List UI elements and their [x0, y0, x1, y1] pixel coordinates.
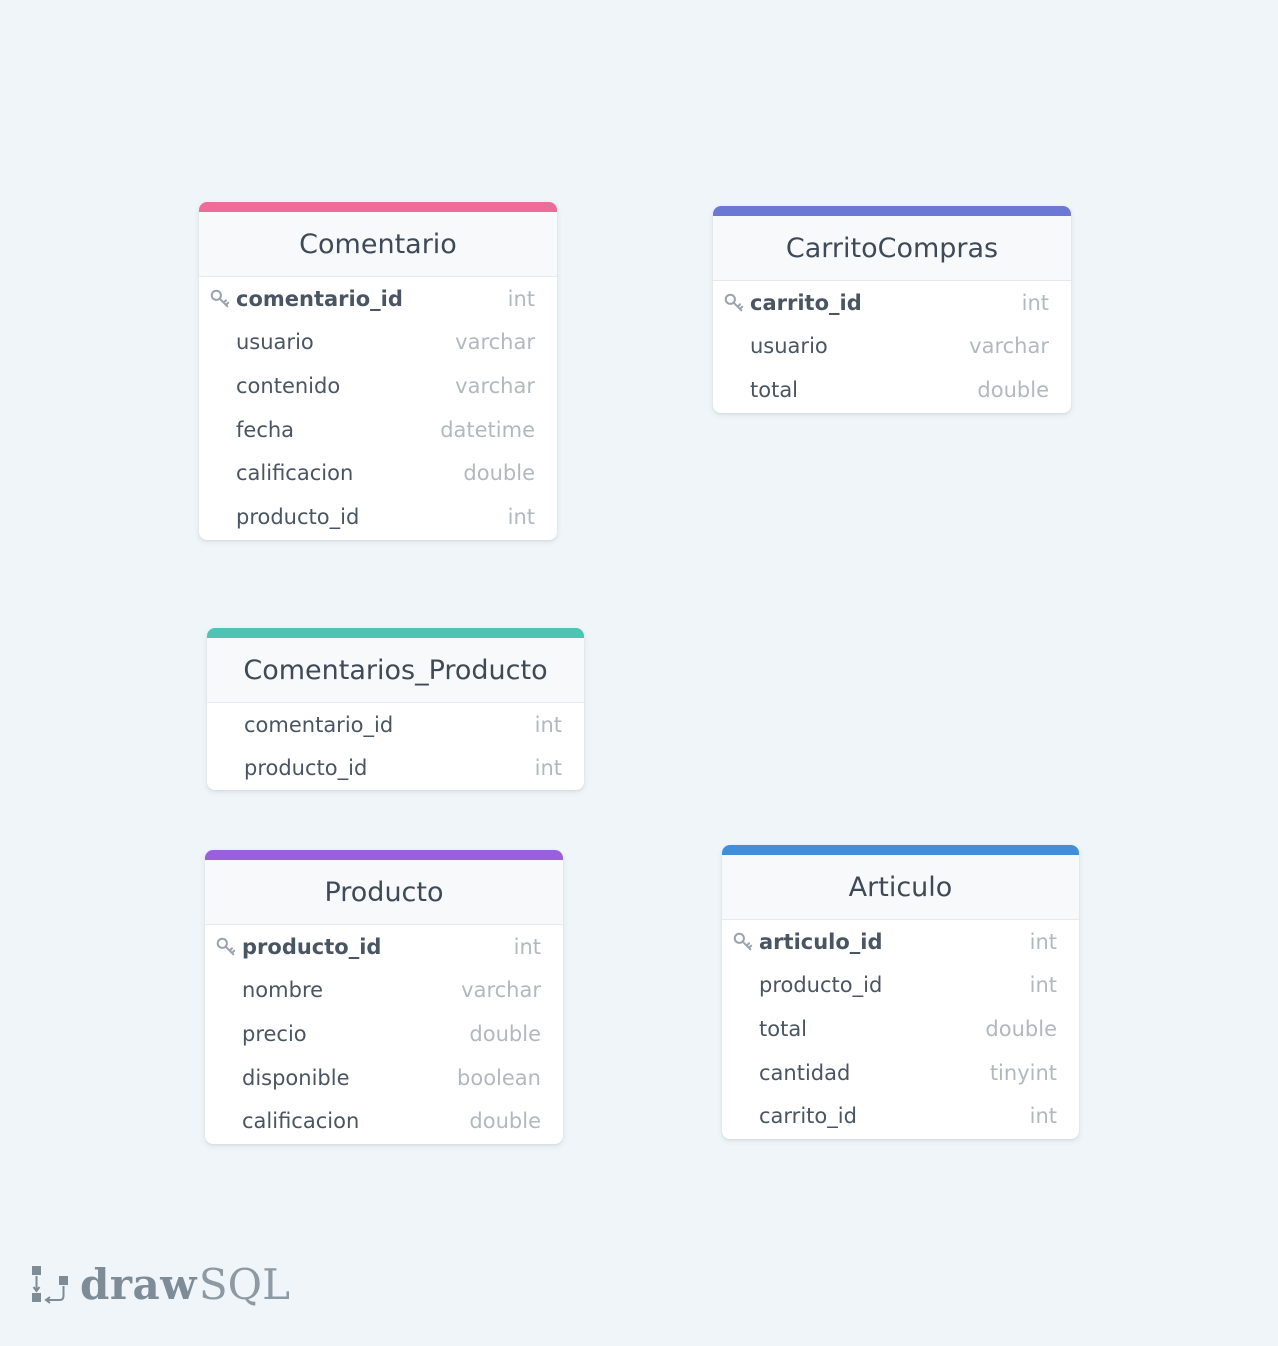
column-type: int: [1029, 1104, 1057, 1129]
column-type: boolean: [457, 1065, 541, 1090]
column-type: varchar: [461, 978, 541, 1003]
key-icon: [732, 931, 754, 953]
table-color-bar: [205, 850, 563, 860]
table-column-row[interactable]: total double: [722, 1007, 1079, 1051]
column-type: double: [977, 377, 1049, 402]
table-column-row[interactable]: articulo_id int: [722, 920, 1079, 964]
table-column-row[interactable]: fecha datetime: [199, 408, 557, 452]
table-producto[interactable]: Producto producto_id int nombre varchar preci…: [205, 850, 563, 1144]
table-title[interactable]: Comentario: [199, 212, 557, 277]
table-column-row[interactable]: disponible boolean: [205, 1056, 563, 1100]
column-name: cantidad: [759, 1060, 851, 1085]
column-name: producto_id: [236, 504, 360, 529]
key-icon: [215, 936, 237, 958]
table-color-bar: [207, 628, 584, 638]
table-column-row[interactable]: producto_id int: [722, 964, 1079, 1008]
column-name: precio: [242, 1021, 307, 1046]
column-name: comentario_id: [236, 286, 403, 311]
table-column-row[interactable]: comentario_id int: [199, 277, 557, 321]
column-type: int: [507, 504, 535, 529]
column-name: total: [750, 377, 799, 402]
drawsql-logo[interactable]: draw SQL: [30, 1259, 290, 1309]
column-type: double: [463, 461, 535, 486]
table-title[interactable]: Articulo: [722, 855, 1079, 920]
table-color-bar: [722, 845, 1079, 855]
column-name: calificacion: [242, 1109, 360, 1134]
table-column-row[interactable]: producto_id int: [199, 495, 557, 539]
column-name: contenido: [236, 373, 341, 398]
column-name: calificacion: [236, 461, 354, 486]
column-name: disponible: [242, 1065, 350, 1090]
drawsql-logo-icon: [32, 1266, 68, 1304]
column-type: tinyint: [989, 1060, 1057, 1085]
table-column-row[interactable]: total double: [713, 368, 1071, 412]
column-name: comentario_id: [244, 712, 394, 737]
column-type: double: [985, 1016, 1057, 1041]
column-type: double: [469, 1021, 541, 1046]
table-column-row[interactable]: precio double: [205, 1012, 563, 1056]
column-type: int: [1021, 290, 1049, 315]
table-column-row[interactable]: cantidad tinyint: [722, 1051, 1079, 1095]
table-column-row[interactable]: carrito_id int: [722, 1094, 1079, 1138]
column-type: int: [1029, 929, 1057, 954]
table-column-row[interactable]: contenido varchar: [199, 364, 557, 408]
table-column-row[interactable]: usuario varchar: [199, 321, 557, 365]
column-type: int: [534, 712, 562, 737]
column-name: nombre: [242, 978, 324, 1003]
column-type: varchar: [455, 330, 535, 355]
logo-sql-text: SQL: [198, 1259, 290, 1309]
column-name: producto_id: [759, 973, 883, 998]
table-color-bar: [713, 206, 1071, 216]
column-type: int: [534, 756, 562, 781]
table-title[interactable]: Producto: [205, 860, 563, 925]
table-column-row[interactable]: comentario_id int: [207, 703, 584, 747]
table-color-bar: [199, 202, 557, 212]
column-name: usuario: [236, 330, 314, 355]
table-carritocompras[interactable]: CarritoCompras carrito_id int usuario varcha…: [713, 206, 1071, 413]
column-type: int: [507, 286, 535, 311]
column-name: carrito_id: [750, 290, 862, 315]
table-column-row[interactable]: producto_id int: [205, 925, 563, 969]
column-type: int: [513, 934, 541, 959]
column-name: carrito_id: [759, 1104, 857, 1129]
table-title[interactable]: Comentarios_Producto: [207, 638, 584, 703]
column-name: producto_id: [244, 756, 368, 781]
column-name: fecha: [236, 417, 295, 442]
table-title[interactable]: CarritoCompras: [713, 216, 1071, 281]
table-column-row[interactable]: nombre varchar: [205, 969, 563, 1013]
column-name: articulo_id: [759, 929, 883, 954]
logo-draw-text: draw: [80, 1259, 197, 1309]
column-type: datetime: [440, 417, 535, 442]
key-icon: [209, 288, 231, 310]
table-column-row[interactable]: producto_id int: [207, 747, 584, 790]
table-column-row[interactable]: calificacion double: [199, 451, 557, 495]
column-type: double: [469, 1109, 541, 1134]
column-name: usuario: [750, 334, 828, 359]
table-column-row[interactable]: calificacion double: [205, 1099, 563, 1143]
column-type: varchar: [969, 334, 1049, 359]
column-type: varchar: [455, 373, 535, 398]
column-name: total: [759, 1016, 808, 1041]
table-column-row[interactable]: carrito_id int: [713, 281, 1071, 325]
column-type: int: [1029, 973, 1057, 998]
table-column-row[interactable]: usuario varchar: [713, 325, 1071, 369]
key-icon: [723, 292, 745, 314]
column-name: producto_id: [242, 934, 382, 959]
